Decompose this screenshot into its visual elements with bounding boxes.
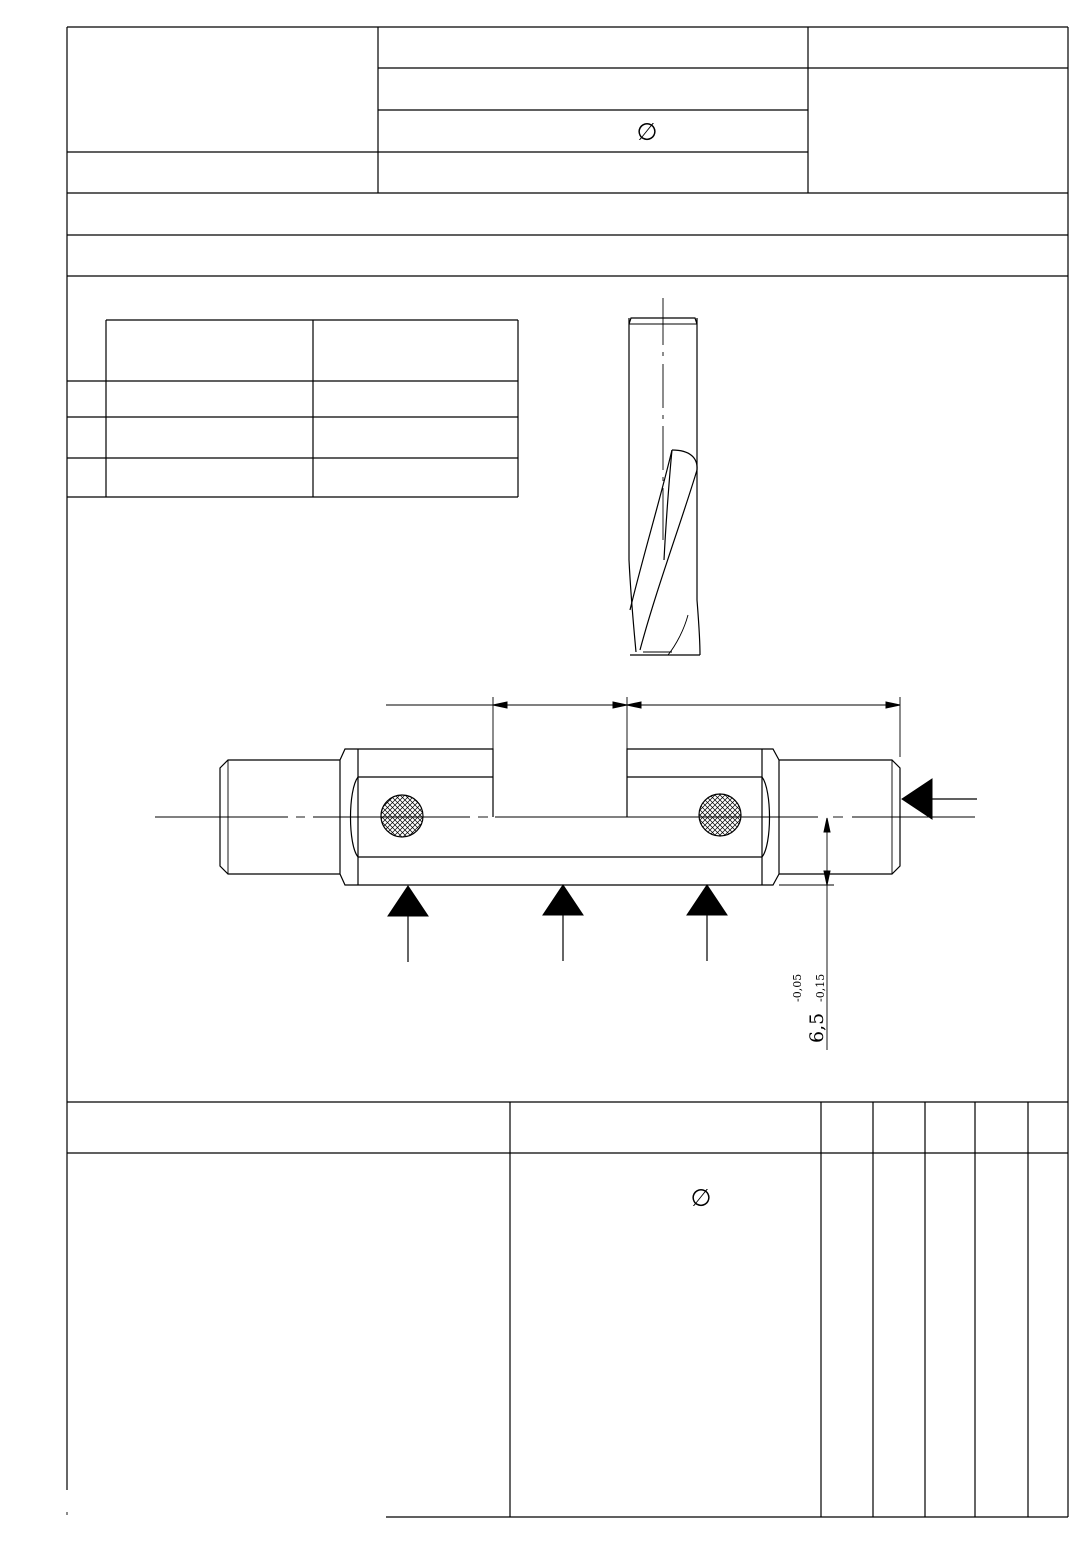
horizontal-dimensions	[386, 697, 900, 757]
locating-supports	[387, 778, 977, 962]
drill-bit-drawing	[629, 298, 700, 655]
right-pin-section	[698, 793, 742, 837]
dimension-upper-deviation: -0,05	[791, 974, 804, 1002]
support-arrow-right	[686, 884, 728, 916]
bottom-operations-table: ∅	[67, 1102, 1068, 1517]
parameter-table	[67, 320, 518, 497]
left-pin-section	[380, 794, 424, 838]
sheet-frame	[67, 27, 1068, 1517]
dimension-nominal: 6,5	[806, 1013, 828, 1043]
support-arrow-middle	[542, 884, 584, 916]
workpiece-drawing	[155, 749, 975, 885]
dimension-lower-deviation: -0,15	[814, 974, 827, 1002]
vertical-dimension: 6,5 -0,05 -0,15	[779, 817, 834, 1050]
header-diameter-symbol: ∅	[637, 118, 658, 146]
clamp-arrow-side	[901, 778, 933, 820]
bottom-table-diameter-symbol: ∅	[691, 1184, 712, 1212]
support-arrow-left	[387, 885, 429, 917]
header-title-block: ∅	[67, 27, 1068, 276]
